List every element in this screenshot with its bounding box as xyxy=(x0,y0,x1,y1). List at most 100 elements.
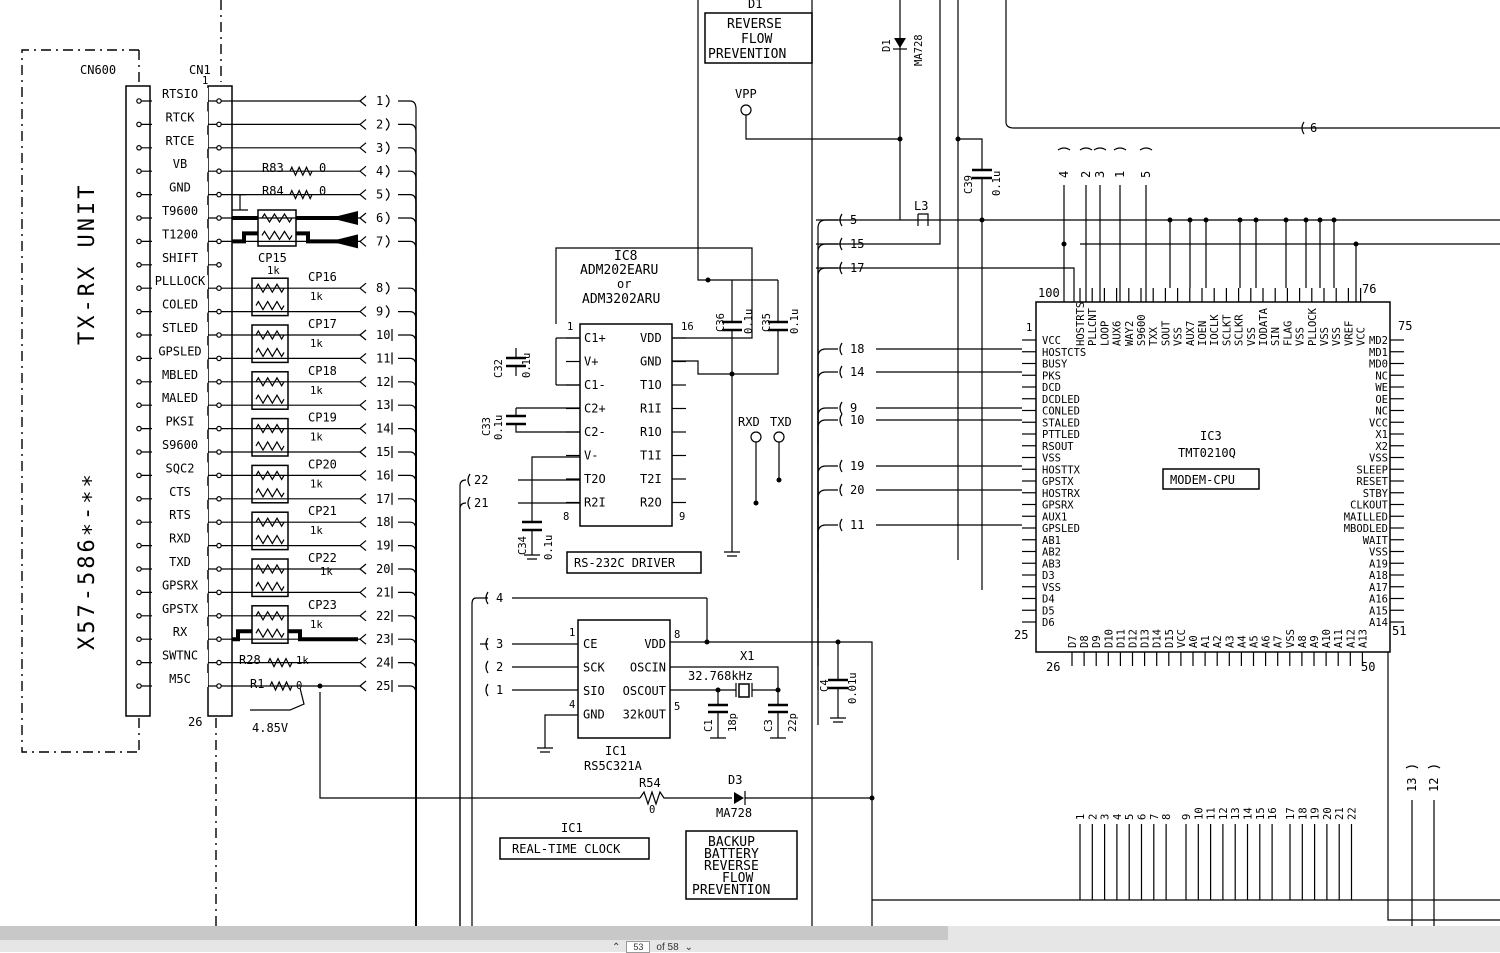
c1-value: 18p xyxy=(727,713,739,732)
pager-scrollbar[interactable] xyxy=(0,926,948,940)
ic3-net-label-top: 3 xyxy=(1093,171,1107,178)
net-label: 21 xyxy=(376,585,390,599)
ic3-right-pin: CLKOUT xyxy=(1350,500,1389,512)
net-paren xyxy=(385,211,390,225)
net-bus-drop xyxy=(398,685,417,926)
junction xyxy=(1061,241,1067,247)
ic3-net-label-left: 5 xyxy=(850,213,857,227)
r84-value: 0 xyxy=(319,184,326,198)
bus-number: 18 xyxy=(1297,807,1309,820)
cn600-pin xyxy=(136,402,142,409)
c32-label: C32 xyxy=(493,359,505,378)
ic3-bottom-pin: D10 xyxy=(1103,629,1115,648)
ic8-pin16: 16 xyxy=(681,321,694,333)
ic1-label: REAL-TIME CLOCK xyxy=(512,842,621,856)
cp16-value: 1k xyxy=(310,291,323,303)
cn-signal-label: SQC2 xyxy=(166,461,195,475)
cn-signal-label: TXD xyxy=(169,555,191,569)
cn1-pin xyxy=(216,449,222,455)
cn1-pin xyxy=(216,589,222,596)
cn-label-bg xyxy=(152,345,208,360)
net-paren xyxy=(385,141,390,155)
c39-value: 0.1u xyxy=(991,171,1003,196)
net-paren xyxy=(839,342,843,356)
ic3-bottom-pin: A8 xyxy=(1297,635,1309,648)
bus-number: 9 xyxy=(1181,814,1193,820)
page-up-icon[interactable]: ⌃ xyxy=(612,941,621,953)
cn-signal-label: COLED xyxy=(162,298,198,312)
c33-value: 0.1u xyxy=(493,415,505,440)
page-down-icon[interactable]: ⌄ xyxy=(684,941,694,953)
ic3-net-label-left: 15 xyxy=(850,237,864,251)
ic3-right-pin: MD0 xyxy=(1369,359,1388,371)
ic3-top-pin: AUX7 xyxy=(1185,321,1197,346)
net-drop xyxy=(459,502,467,926)
d3-box-line2: BATTERY xyxy=(704,847,759,862)
ic1-label-ref: IC1 xyxy=(561,821,583,835)
cn600-pin xyxy=(136,191,142,198)
connector-output-side: R83 0 R84 0 CP15 1k R28 1k R1 0 4.85V 12… xyxy=(221,94,417,926)
net-arrow xyxy=(359,610,367,622)
cp23-box xyxy=(251,605,289,644)
cn-label-bg xyxy=(152,298,208,313)
ic3-net-label-left: 9 xyxy=(850,401,857,415)
rxd-label: RXD xyxy=(738,415,760,429)
ic3-right-pin: OE xyxy=(1375,394,1388,406)
net-label: 11 xyxy=(376,351,390,365)
cn1-pin xyxy=(216,121,222,128)
ic1-net-label: 3 xyxy=(496,637,503,651)
cn-label-bg xyxy=(152,415,208,430)
ic3-right-pin: WE xyxy=(1375,382,1388,394)
ic3-net-label-left: 11 xyxy=(850,518,864,532)
ic3-left-pin: GPSTX xyxy=(1042,476,1074,488)
r83-label: R83 xyxy=(262,161,284,175)
ic3-top-pin: TXX xyxy=(1148,326,1160,346)
page-number-input[interactable]: 53 xyxy=(626,941,651,953)
cn1-pin xyxy=(216,636,222,643)
ic1-pin8: 8 xyxy=(674,629,680,641)
net-paren xyxy=(1113,147,1127,151)
cp16-r2 xyxy=(255,300,285,311)
ic3-net-label-left: 17 xyxy=(850,261,864,275)
net-paren xyxy=(467,496,471,510)
net-label: 8 xyxy=(376,281,383,295)
cn600-pin xyxy=(136,612,142,619)
ic3-bottom-pin: A9 xyxy=(1309,635,1321,648)
net-bus-drop xyxy=(398,381,417,926)
cn-signal-label: CTS xyxy=(169,485,191,499)
ic3-top-pin: SOUT xyxy=(1160,320,1172,346)
ic3-left-pin: HOSTRX xyxy=(1042,488,1081,500)
cn-label-bg xyxy=(152,275,208,290)
ic8-left-pin: T2O xyxy=(584,472,606,486)
ic3-pin51: 51 xyxy=(1392,624,1406,638)
cn-label-bg xyxy=(152,158,208,173)
ic8-part1: ADM202EARU xyxy=(580,263,658,278)
cn1-pin xyxy=(216,168,222,175)
cp19-r1 xyxy=(255,423,285,434)
cn1-pin xyxy=(216,308,222,315)
net-bus-drop xyxy=(398,451,417,926)
ic1-left-pin: CE xyxy=(583,637,597,651)
net-arrow xyxy=(359,680,367,692)
cp22-value: 1k xyxy=(320,566,333,578)
c34-label: C34 xyxy=(517,536,529,555)
net-arrow xyxy=(359,165,367,177)
ic8-pin1: 1 xyxy=(567,321,573,333)
ic3-bottom-pin: D11 xyxy=(1115,629,1127,648)
net-paren xyxy=(1301,121,1305,135)
ic3-bottom-pin: A13 xyxy=(1357,629,1369,648)
d3-part: MA728 xyxy=(716,806,752,820)
net-arrow xyxy=(359,657,367,669)
ic1-left-pin: SIO xyxy=(583,684,605,698)
bus-number: 20 xyxy=(1322,807,1334,820)
caps-ic8: C32 0.1u C33 0.1u C34 0.1u C36 0.1u C35 … xyxy=(481,0,801,560)
cn-signal-label: SWTNC xyxy=(162,649,198,663)
net-drop xyxy=(471,597,488,926)
net-label: 5 xyxy=(376,188,383,202)
cn1-pin xyxy=(216,332,222,338)
cp15-r2 xyxy=(261,230,293,241)
bus-number: 13 xyxy=(1230,807,1242,820)
ic3-label: MODEM-CPU xyxy=(1170,473,1235,487)
txd-label: TXD xyxy=(770,415,792,429)
